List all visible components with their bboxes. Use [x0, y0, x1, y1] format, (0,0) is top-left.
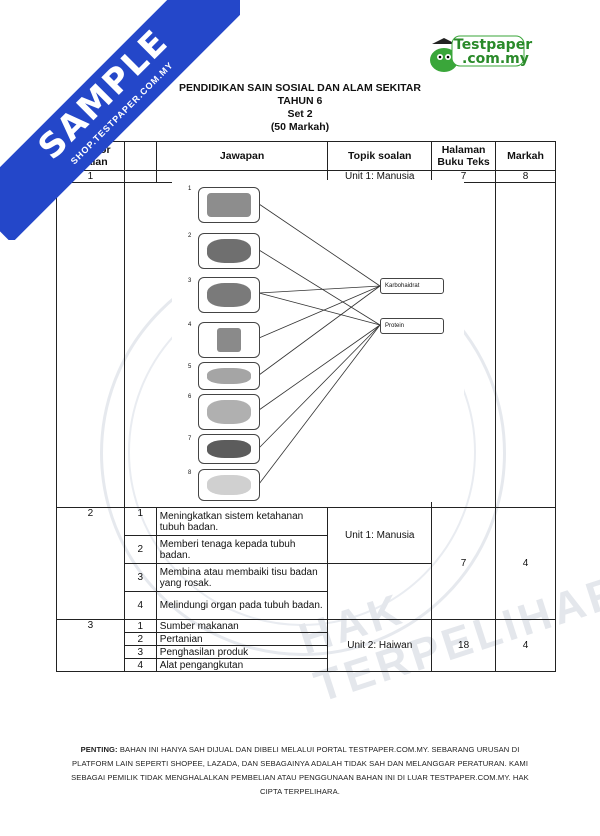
q2-answer-4-text: Melindungi organ pada tubuh badan.	[155, 591, 329, 620]
q2-answer-1-number: 1	[123, 507, 157, 536]
food-item-egg	[198, 469, 260, 501]
logo-text: Testpaper .com.my	[454, 38, 532, 66]
food-item-2-number: 2	[188, 233, 192, 239]
q3-answer-2-number: 2	[123, 632, 157, 646]
sample-ribbon-band: SAMPLE SHOP.TESTPAPER.COM.MY	[0, 0, 240, 240]
q3-answer-3-number: 3	[123, 645, 157, 659]
sample-ribbon-url: SHOP.TESTPAPER.COM.MY	[68, 59, 176, 167]
target-karbohidrat: Karbohaidrat	[380, 278, 444, 294]
table-row: 2 1 Meningkatkan sistem ketahanan tubuh …	[56, 507, 556, 620]
q3-answer-2-text: Pertanian	[155, 632, 329, 646]
q3-marks: 4	[495, 619, 556, 672]
food-item-rice	[198, 362, 260, 390]
header-topik: Topik soalan	[327, 141, 433, 171]
food-item-fries	[198, 322, 260, 358]
food-item-cereal	[198, 394, 260, 430]
q2-answer-3-text: Membina atau membaiki tisu badan yang ro…	[155, 563, 329, 592]
rice-icon	[207, 368, 251, 384]
table-row: 3 1 Sumber makanan Unit 2: Haiwan 18 4	[56, 619, 556, 672]
bread-icon	[207, 193, 251, 217]
q2-marks: 4	[495, 507, 556, 620]
food-item-8-number: 8	[188, 470, 192, 476]
chicken-icon	[207, 239, 251, 263]
q3-answer-3-text: Penghasilan produk	[155, 645, 329, 659]
fish-icon	[207, 283, 251, 307]
food-item-chicken	[198, 233, 260, 269]
header-halaman: Halaman Buku Teks	[431, 141, 497, 171]
header-jawapan: Jawapan	[155, 141, 329, 171]
food-matching-figure: 1 2 3 4 5 6 7 8 Karbohaidrat Protein	[172, 180, 464, 502]
q3-number: 3	[56, 619, 125, 672]
q2-answer-3-number: 3	[123, 563, 157, 592]
egg-icon	[207, 475, 251, 495]
food-item-6-number: 6	[188, 394, 192, 400]
footer-notice: PENTING: BAHAN INI HANYA SAH DIJUAL DAN …	[70, 743, 530, 799]
footer-text: BAHAN INI HANYA SAH DIJUAL DAN DIBELI ME…	[71, 745, 529, 796]
fries-icon	[217, 328, 241, 352]
q3-answer-4-text: Alat pengangkutan	[155, 658, 329, 672]
set-title: Set 2	[287, 108, 313, 120]
food-item-7-number: 7	[188, 436, 192, 442]
logo-line-1: Testpaper	[454, 37, 533, 53]
table-row: 4 Alat pengangkutan	[57, 658, 556, 672]
q2-answer-4-number: 4	[123, 591, 157, 620]
food-item-5-number: 5	[188, 364, 192, 370]
year-title: TAHUN 6	[277, 95, 323, 107]
testpaper-logo-icon	[430, 35, 525, 72]
q1-figure-cell-a	[56, 182, 125, 508]
q3-answer-1-number: 1	[123, 619, 157, 633]
q2-answer-2-number: 2	[123, 535, 157, 564]
q2-page: 7	[431, 507, 497, 620]
q1-marks: 8	[495, 170, 556, 183]
q3-page: 18	[431, 619, 497, 672]
matching-lines	[258, 203, 381, 485]
q2-number: 2	[56, 507, 125, 620]
sample-ribbon: SAMPLE SHOP.TESTPAPER.COM.MY	[0, 0, 240, 240]
food-item-4-number: 4	[188, 322, 192, 328]
food-item-fish	[198, 277, 260, 313]
subject-title: PENDIDIKAN SAIN SOSIAL DAN ALAM SEKITAR	[179, 82, 421, 94]
target-protein: Protein	[380, 318, 444, 334]
q3-topic: Unit 2: Haiwan	[327, 619, 433, 672]
food-item-bread	[198, 187, 260, 223]
marks-title: (50 Markah)	[270, 121, 330, 133]
q2-topic: Unit 1: Manusia	[327, 507, 433, 564]
cereal-icon	[207, 400, 251, 424]
logo-line-2: .com.my	[462, 51, 529, 67]
header-markah: Markah	[495, 141, 556, 171]
food-item-3-number: 3	[188, 278, 192, 284]
q2-answer-1-text: Meningkatkan sistem ketahanan tubuh bada…	[155, 507, 329, 536]
q2-answer-2-text: Memberi tenaga kepada tubuh badan.	[155, 535, 329, 564]
food-item-1-number: 1	[188, 186, 192, 192]
q3-answer-4-number: 4	[123, 658, 157, 672]
q1-figure-cell-c	[495, 182, 556, 508]
q2-topic-blank	[327, 563, 433, 620]
footer-label: PENTING:	[80, 745, 118, 754]
food-item-meat	[198, 434, 260, 464]
q3-answer-1-text: Sumber makanan	[155, 619, 329, 633]
meat-icon	[207, 440, 251, 458]
